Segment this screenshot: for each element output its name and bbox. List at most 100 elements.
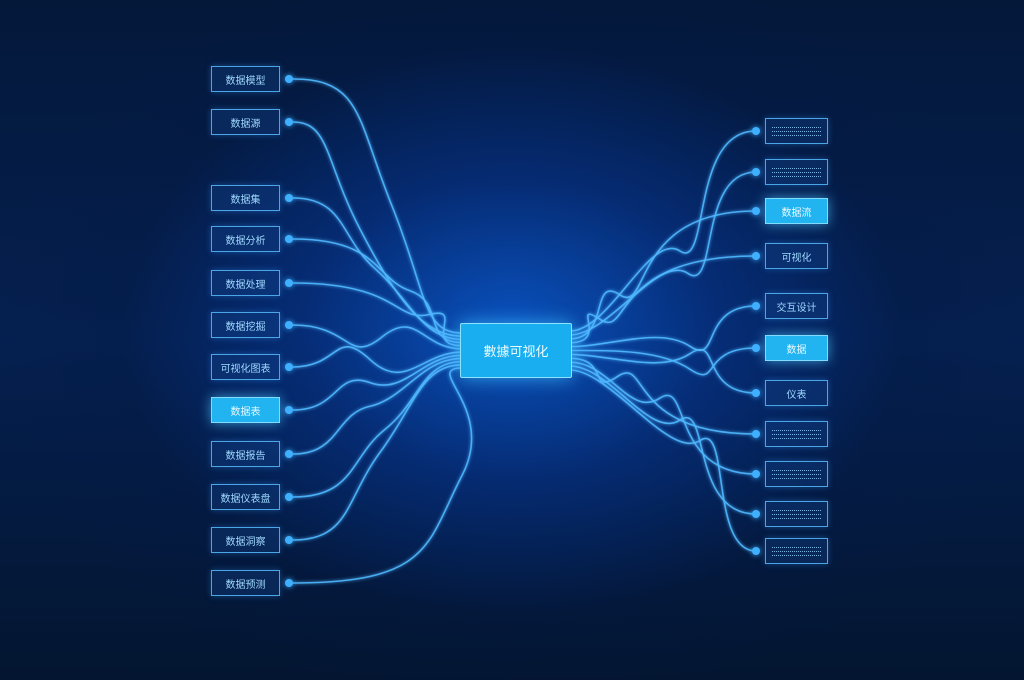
right-connector: [569, 130, 757, 332]
right-node[interactable]: 数据: [765, 335, 828, 361]
connector-dot: [752, 344, 760, 352]
connector-dot: [285, 406, 293, 414]
left-node-label: 数据挖掘: [225, 321, 266, 333]
connector-dot: [285, 194, 293, 202]
connector-dot: [285, 579, 293, 587]
left-connector: [292, 367, 473, 584]
left-node[interactable]: 数据预测: [211, 570, 280, 596]
left-node-label: 数据处理: [225, 279, 266, 291]
right-connector: [569, 369, 757, 552]
left-node-label: 数据表: [230, 406, 261, 418]
left-node[interactable]: 数据源: [211, 109, 280, 135]
left-connector: [292, 121, 463, 337]
connector-dot: [752, 510, 760, 518]
left-node[interactable]: 数据模型: [211, 66, 280, 92]
right-connector: [569, 305, 757, 352]
right-node[interactable]: 交互设计: [765, 293, 828, 319]
text-placeholder-line: [772, 171, 821, 173]
left-connector: [292, 282, 463, 347]
left-node-label: 数据集: [230, 194, 261, 206]
right-connector: [569, 347, 757, 376]
connector-dot: [752, 127, 760, 135]
right-node[interactable]: [765, 538, 828, 564]
connector-dot: [285, 493, 293, 501]
left-connector: [292, 197, 463, 341]
right-node[interactable]: 可视化: [765, 243, 828, 269]
left-connector: [292, 354, 463, 411]
right-node-label: 数据: [786, 344, 807, 356]
right-connector: [569, 210, 757, 340]
text-placeholder-line: [772, 130, 821, 132]
connector-dot: [285, 75, 293, 83]
left-node-label: 数据仪表盘: [220, 493, 271, 505]
left-connector: [292, 238, 463, 344]
left-node-label: 数据洞察: [225, 536, 266, 548]
connector-dot: [752, 252, 760, 260]
right-node-label: 数据流: [781, 207, 812, 219]
left-node[interactable]: 数据仪表盘: [211, 484, 280, 510]
text-placeholder-line: [772, 517, 821, 519]
left-node[interactable]: 数据洞察: [211, 527, 280, 553]
left-node[interactable]: 数据表: [211, 397, 280, 423]
center-node-label: 數據可视化: [483, 345, 549, 360]
left-connector: [292, 78, 463, 334]
connector-dot: [285, 235, 293, 243]
left-node-label: 数据源: [230, 118, 261, 130]
right-node[interactable]: [765, 118, 828, 144]
right-node[interactable]: [765, 421, 828, 447]
text-placeholder-line: [772, 554, 821, 556]
connector-dot: [285, 279, 293, 287]
text-placeholder-line: [772, 175, 821, 177]
text-placeholder-line: [772, 550, 821, 552]
left-connector: [292, 360, 463, 498]
left-node[interactable]: 可视化图表: [211, 354, 280, 380]
left-node[interactable]: 数据挖掘: [211, 312, 280, 338]
right-connector: [569, 365, 757, 515]
left-node-label: 数据分析: [225, 235, 266, 247]
connector-dot: [752, 207, 760, 215]
right-connector: [569, 255, 757, 344]
connector-dot: [752, 547, 760, 555]
left-connector: [292, 346, 463, 373]
left-node-label: 数据模型: [225, 75, 266, 87]
text-placeholder-line: [772, 477, 821, 479]
text-placeholder-line: [772, 513, 821, 515]
left-node[interactable]: 数据报告: [211, 441, 280, 467]
text-placeholder-line: [772, 469, 821, 471]
text-placeholder-line: [772, 509, 821, 511]
left-node[interactable]: 数据集: [211, 185, 280, 211]
right-node-label: 仪表: [786, 389, 807, 401]
text-placeholder-line: [772, 473, 821, 475]
right-node[interactable]: 仪表: [765, 380, 828, 406]
connector-dot: [285, 536, 293, 544]
right-node[interactable]: [765, 501, 828, 527]
left-node-label: 数据报告: [225, 450, 266, 462]
connector-dot: [752, 389, 760, 397]
right-node-label: 交互设计: [776, 302, 817, 314]
left-node[interactable]: 数据分析: [211, 226, 280, 252]
left-node[interactable]: 数据处理: [211, 270, 280, 296]
connector-dot: [752, 302, 760, 310]
left-node-label: 数据预测: [225, 579, 266, 591]
left-connector: [292, 357, 463, 455]
left-connector: [292, 324, 463, 350]
left-connector: [292, 364, 463, 541]
text-placeholder-line: [772, 546, 821, 548]
connector-dot: [752, 430, 760, 438]
connector-dot: [285, 363, 293, 371]
connector-dot: [285, 118, 293, 126]
text-placeholder-line: [772, 429, 821, 431]
text-placeholder-line: [772, 126, 821, 128]
center-node[interactable]: 數據可视化: [460, 323, 572, 378]
left-node-label: 可视化图表: [220, 363, 271, 375]
connector-dot: [285, 450, 293, 458]
text-placeholder-line: [772, 134, 821, 136]
right-connector: [569, 171, 757, 336]
right-node[interactable]: 数据流: [765, 198, 828, 224]
right-node[interactable]: [765, 461, 828, 487]
text-placeholder-line: [772, 437, 821, 439]
right-node[interactable]: [765, 159, 828, 185]
connector-dot: [752, 168, 760, 176]
